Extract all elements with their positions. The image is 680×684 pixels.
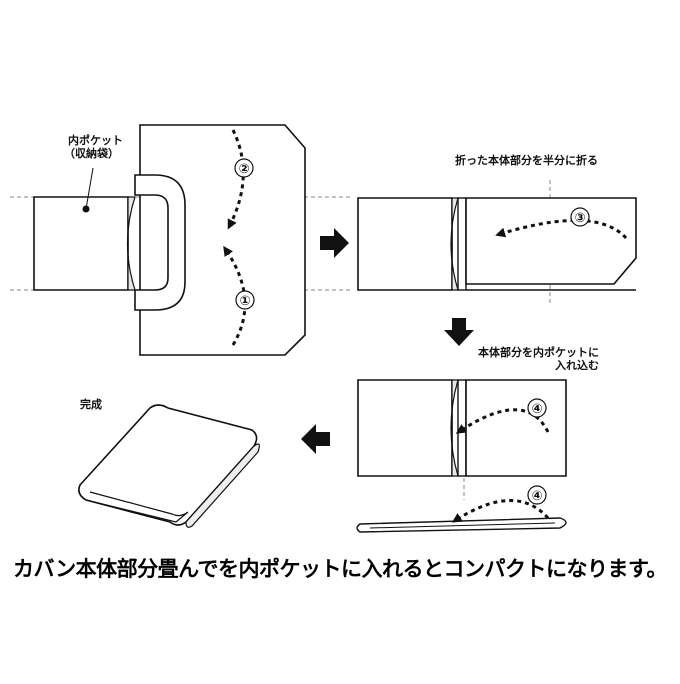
panel-complete bbox=[78, 404, 260, 528]
folded-body bbox=[465, 197, 637, 285]
handle bbox=[134, 174, 186, 311]
bag-body bbox=[139, 124, 306, 356]
inner-pocket-label: 内ポケット （収納袋） bbox=[64, 134, 123, 161]
step-4b-number: ④ bbox=[531, 489, 542, 504]
flow-arrow-right bbox=[320, 228, 349, 258]
fold-arrow-4a bbox=[455, 408, 550, 434]
fold-arrow-4b bbox=[451, 499, 550, 523]
inner-pocket bbox=[33, 196, 129, 291]
step-3-number: ③ bbox=[574, 211, 585, 226]
insert-pocket-flap bbox=[450, 379, 459, 477]
insert-left-part bbox=[357, 379, 453, 477]
folded-left-part bbox=[357, 197, 453, 291]
panel-unfolded: ② ① bbox=[10, 124, 350, 356]
pocket-pointer-line bbox=[85, 167, 94, 210]
folded-corner bbox=[613, 257, 637, 285]
caption: カバン本体部分畳んでを内ポケットに入れるとコンパクトになります。 bbox=[13, 557, 667, 581]
step-2-circle bbox=[234, 158, 254, 178]
panel-folded: ③ bbox=[357, 180, 637, 305]
step-1-number: ① bbox=[239, 294, 250, 309]
folded-handle-bar bbox=[457, 197, 467, 291]
step-3-circle bbox=[570, 207, 590, 227]
step-4a-circle bbox=[527, 398, 547, 418]
step-1-circle bbox=[235, 290, 255, 310]
step-4b-circle bbox=[527, 485, 547, 505]
insert-body bbox=[465, 379, 567, 477]
panel-insert: ④ ④ bbox=[356, 379, 567, 533]
side-view-bag bbox=[356, 517, 567, 533]
done-label: 完成 bbox=[80, 398, 102, 411]
insert-label: 本体部分を内ポケットに 入れ込む bbox=[478, 346, 599, 373]
completed-bag-side bbox=[185, 443, 260, 528]
side-view-inner bbox=[369, 522, 556, 529]
completed-bag-bottom-edge bbox=[85, 491, 189, 523]
flow-arrow-left bbox=[301, 424, 330, 454]
step-2-number: ② bbox=[238, 162, 249, 177]
fold-arrow-2 bbox=[227, 129, 245, 230]
folded-pocket-flap bbox=[450, 197, 459, 291]
flow-arrow-down bbox=[444, 318, 474, 346]
step-4a-number: ④ bbox=[531, 402, 542, 417]
fold-half-label: 折った本体部分を半分に折る bbox=[455, 154, 598, 167]
completed-bag bbox=[78, 404, 258, 526]
